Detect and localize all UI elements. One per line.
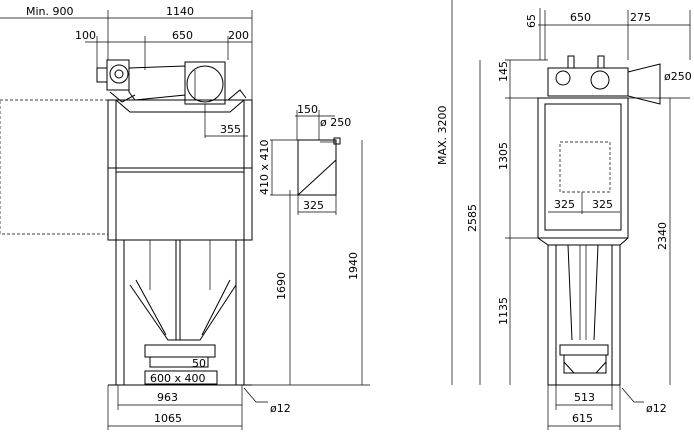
dim-half-right: 325 — [592, 198, 613, 211]
dim-front-base-inner: 513 — [574, 391, 595, 404]
hopper-cone — [129, 284, 237, 341]
dim-offset-right: 200 — [228, 29, 249, 42]
dim-front-outlet-offset: 275 — [630, 11, 651, 24]
dim-overall-width: 1140 — [166, 5, 194, 18]
front-view: MAX. 3200 650 275 65 ø250 145 325 325 — [436, 0, 692, 430]
motor-box — [96, 67, 108, 83]
dim-top-height: 1940 — [347, 252, 360, 280]
dim-hopper-h: 50 — [192, 357, 206, 370]
filter-body — [107, 99, 253, 241]
dim-inlet-size: 410 x 410 — [258, 140, 271, 196]
side-view: Min. 900 1140 100 650 200 355 — [0, 5, 370, 430]
front-hidden-opening — [559, 141, 611, 193]
outlet-circle-icon — [186, 65, 224, 103]
dim-front-base-outer: 615 — [572, 412, 593, 425]
dim-hopper-size: 600 x 400 — [150, 372, 206, 385]
inlet-box — [297, 139, 337, 196]
dim-front-width: 650 — [570, 11, 591, 24]
dim-min-width: Min. 900 — [26, 5, 74, 18]
dim-top-offset: 65 — [525, 14, 538, 28]
dim-max-height: MAX. 3200 — [436, 105, 449, 165]
dim-front-outlet-diameter: ø250 — [664, 70, 692, 83]
dim-total-height: 2585 — [466, 204, 479, 232]
dim-half-left: 325 — [554, 198, 575, 211]
dim-foot-side: ø12 — [270, 402, 291, 415]
dim-inlet-width: 325 — [303, 199, 324, 212]
dim-foot-front: ø12 — [646, 402, 667, 415]
fan-impeller-icon — [109, 64, 129, 84]
front-dust-bin — [563, 354, 607, 374]
service-area-outline — [0, 99, 109, 235]
dim-leg-height: 1135 — [497, 297, 510, 325]
dim-base-outer: 1065 — [154, 412, 182, 425]
dim-body-height: 1305 — [497, 142, 510, 170]
dim-side-height: 1690 — [275, 272, 288, 300]
dim-offset-left: 100 — [75, 29, 96, 42]
dim-base-inner: 963 — [157, 391, 178, 404]
dim-fan-width: 650 — [172, 29, 193, 42]
front-filter-body — [537, 97, 629, 239]
fan-duct — [128, 65, 186, 101]
front-outlet-cone — [627, 63, 661, 105]
dim-inlet-offset: 150 — [297, 103, 318, 116]
dim-right-height: 2340 — [656, 222, 669, 250]
fan-housing — [184, 61, 226, 105]
dust-bin — [144, 344, 216, 358]
dim-inlet-diameter: ø 250 — [320, 116, 351, 129]
dim-front-top-height: 145 — [497, 61, 510, 82]
inlet-detail: 150 ø 250 410 x 410 325 — [258, 103, 351, 215]
dim-outlet-offset: 355 — [220, 123, 241, 136]
